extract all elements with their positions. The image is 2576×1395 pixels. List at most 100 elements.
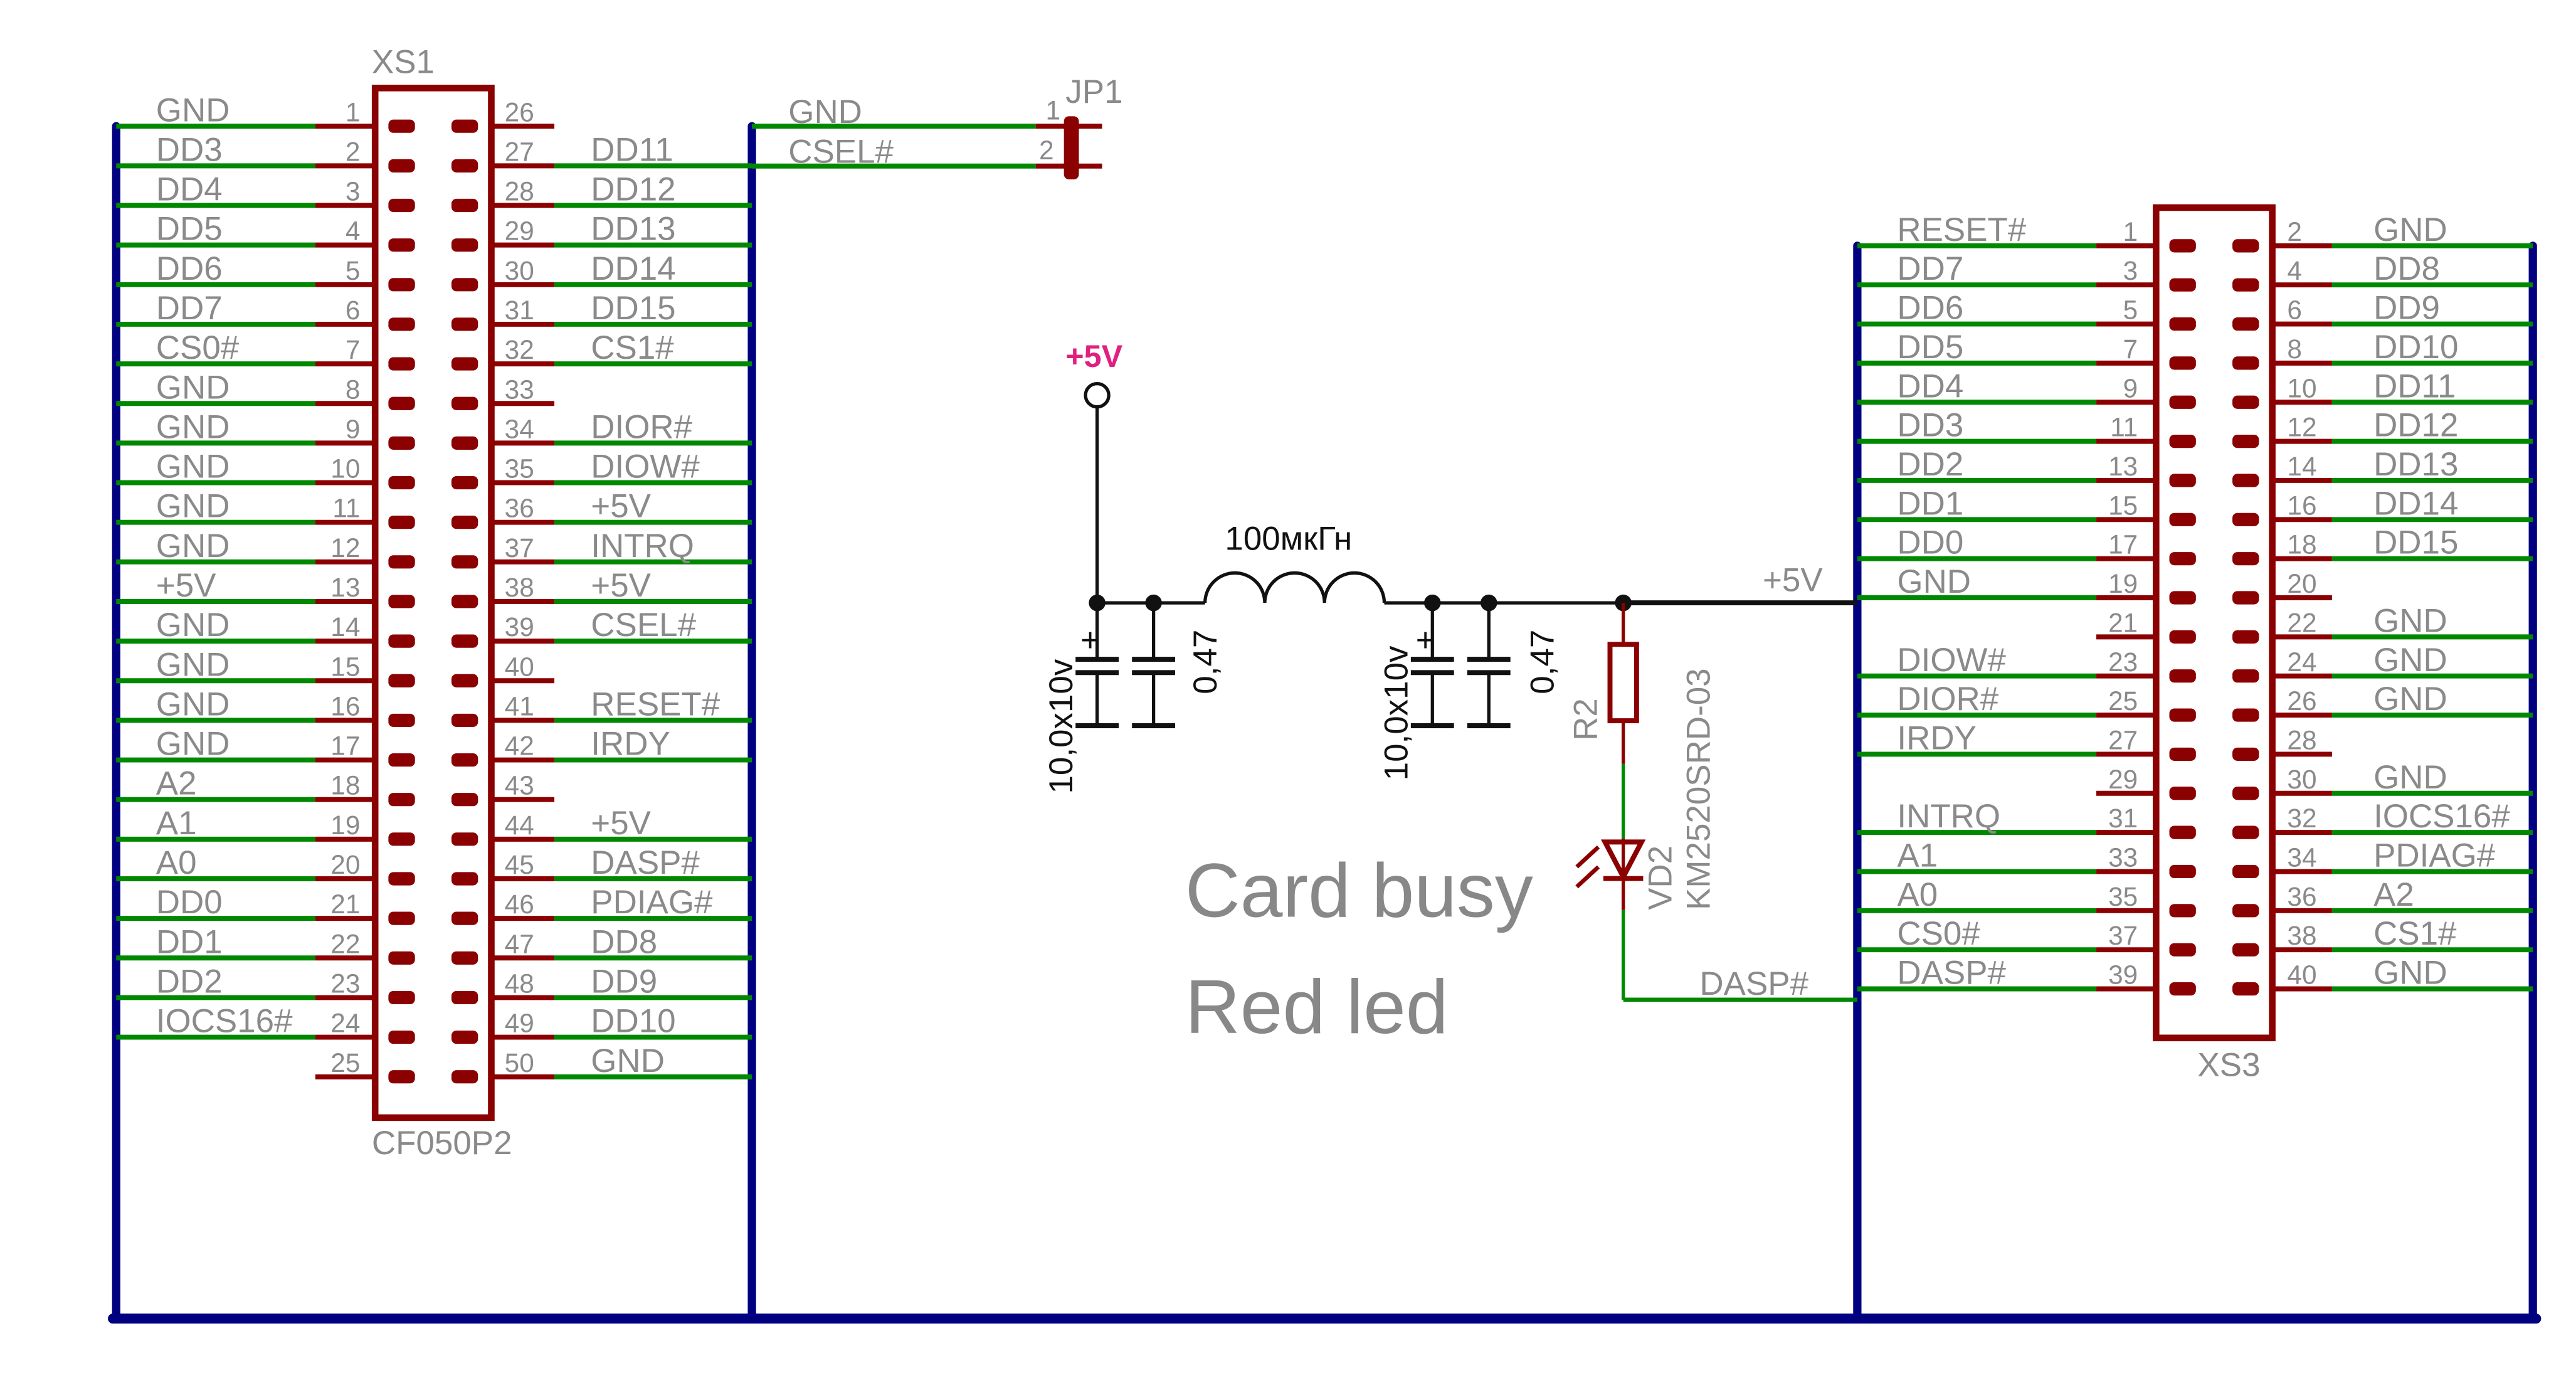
net-label: DD15 (2373, 524, 2458, 561)
pin-pad-icon (2169, 904, 2196, 918)
cap-c2-value: 0,47 (1187, 630, 1224, 694)
net-label: GND (156, 686, 230, 723)
pin-pad-icon (388, 793, 415, 807)
pin-number: 30 (505, 256, 534, 285)
pin-row-right: 26 (451, 97, 555, 133)
net-label: DIOR# (591, 408, 692, 445)
net-label: DD13 (591, 211, 675, 248)
pin-row-right: CS1#38 (2232, 915, 2533, 957)
cap-c3-value: 10,0x10v (1378, 645, 1415, 780)
pin-pad-icon (2169, 708, 2196, 722)
net-label: IRDY (591, 726, 670, 763)
resistor-r2-name: R2 (1567, 698, 1604, 741)
pin-pad-icon (2169, 552, 2196, 566)
pin-pad-icon (451, 119, 478, 133)
pin-pad-icon (451, 555, 478, 569)
inductor-value: 100мкГн (1225, 520, 1352, 557)
pin-pad-icon (388, 951, 415, 965)
cap-c4-value: 0,47 (1524, 630, 1561, 694)
pin-number: 22 (330, 929, 360, 958)
net-label: DD13 (2373, 446, 2458, 483)
net-label: GND (2373, 602, 2447, 639)
pin-number: 10 (330, 454, 360, 484)
pin-pad-icon (388, 516, 415, 529)
pin-row-left: DD1 22 (116, 923, 415, 965)
net-label: GND (156, 448, 230, 485)
pin-row-right: RESET#41 (451, 686, 752, 727)
pin-pad-icon (451, 357, 478, 371)
pin-row-left: 29 (2096, 765, 2196, 800)
pin-pad-icon (388, 713, 415, 727)
net-label: DIOW# (591, 448, 700, 485)
capacitor-c3-electrolytic: + 10,0x10v (1378, 603, 1454, 780)
net-label: DD2 (156, 963, 223, 1000)
pin-row-left: GND 10 (116, 448, 415, 490)
net-label: +5V (591, 567, 651, 604)
pin-number: 12 (330, 533, 360, 563)
pin-number: 16 (2287, 491, 2316, 520)
net-label: DD4 (156, 171, 223, 208)
net-label: DD4 (1897, 368, 1963, 405)
pin-pad-icon (2232, 904, 2259, 918)
pin-number: 48 (505, 968, 534, 998)
pin-number: 25 (2108, 686, 2138, 716)
pin-pad-icon (388, 357, 415, 371)
net-label: DD11 (591, 131, 673, 168)
pin-row-right: PDIAG#46 (451, 884, 752, 925)
net-label: DD10 (591, 1003, 675, 1040)
net-label: INTRQ (591, 528, 694, 565)
pin-pad-icon (451, 516, 478, 529)
pin-number: 29 (505, 216, 534, 246)
net-label: DD12 (2373, 407, 2458, 444)
pin-pad-icon (451, 674, 478, 687)
net-label: DD8 (591, 923, 657, 960)
net-label: DIOR# (1897, 681, 1998, 718)
pin-pad-icon (2232, 552, 2259, 566)
pin-number: 33 (505, 374, 534, 404)
pin-number: 44 (505, 810, 534, 840)
net-label: GND (156, 369, 230, 406)
net-label: DASP# (591, 844, 700, 881)
pin-number: 31 (505, 295, 534, 325)
net-label: DD9 (2373, 290, 2440, 327)
resistor-r2-icon (1607, 642, 1639, 724)
net-label: GND (156, 726, 230, 763)
pin-row-left: CS0#37 (1857, 915, 2196, 957)
net-label: DD1 (156, 923, 223, 960)
pin-number: 30 (2287, 765, 2316, 794)
pin-pad-icon (451, 793, 478, 807)
net-label: CS1# (591, 329, 674, 366)
pin-pad-icon (2169, 317, 2196, 331)
net-label: IOCS16# (156, 1003, 293, 1040)
pin-number: 31 (2108, 804, 2138, 833)
capacitor-c1-electrolytic: + 10,0x10v (1043, 603, 1119, 794)
pin-pad-icon (2232, 317, 2259, 331)
net-label: +5V (156, 567, 216, 604)
pin-number: 40 (505, 652, 534, 681)
pin-pad-icon (2169, 512, 2196, 526)
pin-pad-icon (388, 278, 415, 292)
pin-number: 2 (346, 137, 361, 166)
pin-pad-icon (2169, 278, 2196, 292)
net-label: RESET# (591, 686, 720, 723)
pin-number: 26 (2287, 686, 2316, 716)
pin-number: 36 (505, 494, 534, 523)
pin-number: 5 (2123, 295, 2138, 325)
